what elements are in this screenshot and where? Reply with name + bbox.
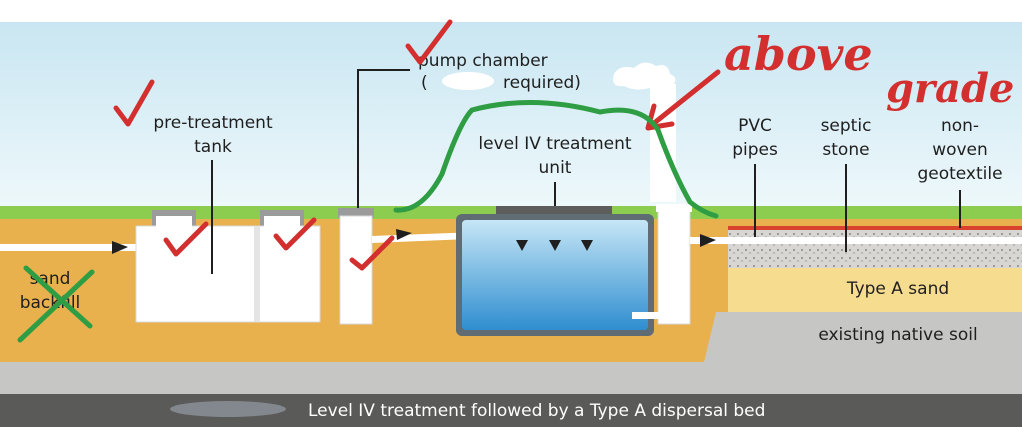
pretreatment-riser-2-neck <box>264 216 300 228</box>
type-a-sand-label: Type A sand <box>846 279 949 299</box>
caption-redaction <box>170 401 286 417</box>
inlet-arrow <box>112 241 128 254</box>
septic-stone-layer <box>728 228 1022 268</box>
treatment-unit-label-2: unit <box>539 158 572 178</box>
geotextile-layer <box>728 226 1022 230</box>
pump-chamber-leader <box>357 69 410 208</box>
red-annotation-arrow <box>645 69 721 131</box>
treatment-unit-label-1: level IV treatment <box>478 134 631 154</box>
outlet-riser <box>657 205 691 325</box>
handwriting-above: above <box>724 27 873 81</box>
caption-bar <box>0 394 1022 427</box>
flow-arrow-3 <box>581 240 593 251</box>
green-above-grade-outline <box>393 100 719 219</box>
pump-chamber-label: pump chamber <box>418 51 548 71</box>
native-soil-layer <box>0 312 1022 394</box>
pvc-label-1: PVC <box>738 116 772 136</box>
sand-backfill-label-1: sand <box>30 269 71 289</box>
sky <box>0 22 1022 208</box>
unit-to-riser-pipe <box>632 312 662 319</box>
flow-arrow-1 <box>516 240 528 251</box>
green-x-mark-1 <box>23 265 93 329</box>
outlet-riser-top <box>656 204 692 212</box>
geotextile-label-1: non- <box>941 116 979 136</box>
pvc-label-2: pipes <box>732 140 778 160</box>
outlet-arrow <box>700 234 716 247</box>
red-checkmark-pretreatment <box>113 79 155 127</box>
redaction-cloud-1 <box>613 62 676 90</box>
pump-to-unit-arrow <box>396 229 412 240</box>
flow-arrow-2 <box>549 240 561 251</box>
red-checkmark-tank-2 <box>273 217 317 251</box>
red-checkmark-pump-chamber <box>405 19 453 65</box>
pretreatment-label-1: pre-treatment <box>153 113 273 133</box>
inlet-pipe <box>0 244 136 251</box>
caption: Level IV treatment followed by a Type A … <box>308 401 765 421</box>
red-checkmark-tank-1 <box>163 221 209 257</box>
pvc-distribution-pipe <box>690 237 1022 244</box>
pretreatment-label-2: tank <box>194 137 232 157</box>
redaction-pump-text <box>442 72 494 90</box>
pretreatment-riser-1-neck <box>156 216 192 228</box>
septic-stone-label-1: septic <box>821 116 872 136</box>
type-a-sand-layer <box>728 268 1022 312</box>
geotextile-label-2: woven <box>932 140 988 160</box>
pump-chamber-label-2: required) <box>503 73 581 93</box>
top-white-band <box>0 0 1022 22</box>
pump-chamber-paren: ( <box>421 73 428 93</box>
native-soil-label: existing native soil <box>818 325 977 345</box>
pump-chamber <box>339 215 373 325</box>
pretreatment-divider <box>254 226 260 322</box>
handwriting-grade: grade <box>886 65 1014 112</box>
septic-stone-label-2: stone <box>822 140 869 160</box>
green-x-mark-2 <box>17 269 95 343</box>
red-checkmark-pump <box>349 235 395 271</box>
treatment-unit-water <box>462 220 648 330</box>
pump-chamber-cap <box>338 208 374 218</box>
geotextile-label-3: geotextile <box>917 164 1002 184</box>
